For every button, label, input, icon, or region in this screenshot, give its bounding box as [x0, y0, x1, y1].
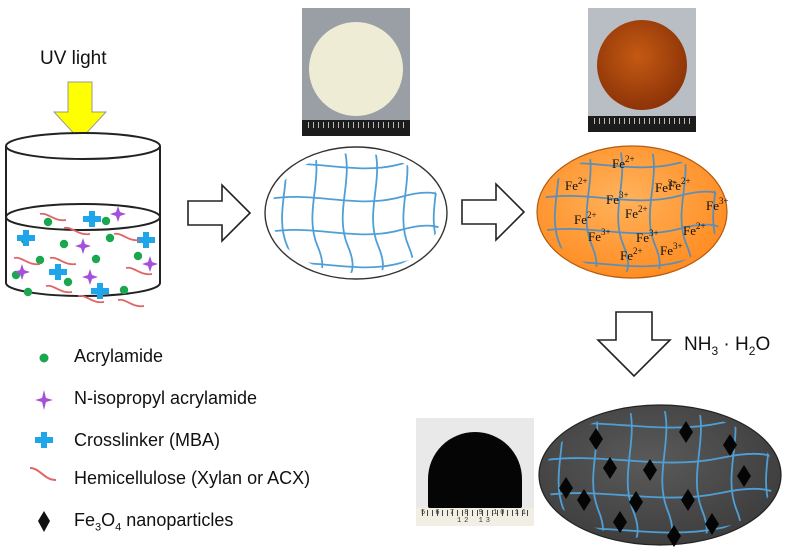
network-line [585, 152, 598, 272]
network-line [648, 152, 661, 272]
network-line [695, 411, 708, 539]
network-line [617, 152, 629, 272]
crosslinker-molecule [143, 232, 149, 248]
legend-crosslinker: Crosslinker (MBA) [74, 430, 221, 450]
nanoparticle [681, 489, 695, 511]
uv-arrow-icon [52, 81, 108, 141]
nanoparticle [613, 511, 627, 533]
network-line [271, 191, 441, 203]
hemicellulose-chain [113, 232, 141, 242]
acrylamide-molecule [133, 251, 143, 261]
purple-star-icon [35, 390, 53, 410]
nipam-molecule [14, 264, 30, 280]
hemicellulose-chain [39, 212, 67, 222]
nanoparticle [589, 428, 603, 450]
photo-black-hydrogel: 5 6 7 8 9 10 11 12 13 [416, 418, 534, 526]
legend-hemicellulose: Hemicellulose (Xylan or ACX) [74, 468, 311, 488]
crosslinker-molecule [89, 211, 95, 227]
nipam-molecule [110, 206, 126, 222]
legend-fe3o4: Fe3O4 nanoparticles [74, 510, 234, 534]
network-line [543, 223, 721, 235]
network-line [311, 153, 324, 273]
fe-ion-label: Fe2+ [625, 204, 648, 221]
black-diamond-icon [38, 511, 50, 532]
hemicellulose-chain [117, 298, 145, 308]
fe-ion-label: Fe3+ [606, 190, 629, 207]
uv-light-label: UV light [40, 48, 107, 69]
acrylamide-molecule [43, 217, 53, 227]
network-line [543, 190, 721, 202]
acrylamide-molecule [23, 287, 33, 297]
network-line [545, 452, 775, 464]
fe-ion-label: Fe2+ [668, 176, 691, 193]
fe-ion-label: Fe2+ [612, 154, 635, 171]
nanoparticle-diamonds [559, 421, 751, 547]
ammonia-label: NH3 · H2O [684, 334, 771, 358]
network-line [730, 411, 743, 539]
hemicellulose-chain [45, 284, 73, 294]
network-line [402, 153, 415, 273]
hemicellulose-chain [125, 266, 153, 276]
nipam-molecule [82, 269, 98, 285]
fe-ion-labels: Fe2+Fe2+Fe3+Fe3+Fe2+Fe3+Fe2+Fe2+Fe3+Fe3+… [565, 154, 729, 263]
nanoparticle [603, 457, 617, 479]
photo-orange-hydrogel [588, 8, 696, 132]
network-line [341, 153, 354, 273]
hemicellulose-chain [63, 226, 91, 236]
legend-acrylamide: Acrylamide [74, 346, 164, 366]
nanoparticle [667, 525, 681, 547]
fe-ion-label: Fe3+ [588, 227, 611, 244]
crosslinker-molecule [97, 283, 103, 299]
nanoparticle [705, 513, 719, 535]
network-line [626, 411, 639, 539]
hemicellulose-chain [13, 256, 41, 266]
hemicellulose-chain [77, 294, 105, 304]
acrylamide-molecule [91, 254, 101, 264]
fe-ion-label: Fe2+ [565, 176, 588, 193]
nanoparticle [643, 459, 657, 481]
process-arrow-icon [187, 183, 252, 243]
green-dot-icon [39, 353, 49, 363]
acrylamide-molecule [101, 216, 111, 226]
red-curve-icon [29, 467, 57, 481]
nanoparticle [577, 489, 591, 511]
hemicellulose-chain [49, 256, 77, 266]
acrylamide-molecule [35, 255, 45, 265]
photo-white-hydrogel [302, 8, 410, 136]
acrylamide-molecule [105, 233, 115, 243]
process-arrow-icon [461, 182, 526, 242]
fe-ion-label: Fe2+ [683, 221, 706, 238]
crosslinker-molecule [23, 230, 29, 246]
nipam-molecule [142, 256, 158, 272]
acrylamide-molecule [63, 277, 73, 287]
nipam-molecule [75, 238, 91, 254]
fe-ion-label: Fe2+ [574, 210, 597, 227]
fe-ion-label: Fe3+ [706, 196, 729, 213]
crosslinker-molecule [55, 264, 61, 280]
nanoparticle [629, 491, 643, 513]
blue-cross-icon [35, 432, 53, 448]
fe-ion-label: Fe3+ [636, 228, 659, 245]
network-line [271, 224, 441, 236]
down-arrow-icon [596, 311, 672, 378]
nanoparticle [559, 477, 573, 499]
acrylamide-molecule [59, 239, 69, 249]
fe-ion-label: Fe3+ [655, 178, 678, 195]
fe-ion-label: Fe3+ [660, 241, 683, 258]
fe-ion-label: Fe2+ [620, 246, 643, 263]
nanoparticle [679, 421, 693, 443]
network-line [680, 152, 693, 272]
nanoparticle [737, 465, 751, 487]
solution-contents [11, 206, 158, 308]
nanoparticle [723, 434, 737, 456]
acrylamide-molecule [119, 285, 129, 295]
network-line [372, 153, 384, 273]
legend-nipam: N-isopropyl acrylamide [74, 388, 258, 408]
hydrogel-fe-ions [536, 145, 728, 279]
network-line [661, 411, 674, 539]
hydrogel-network-white [264, 146, 448, 280]
ruler-numbers: 5 6 7 8 9 10 11 12 13 [420, 509, 529, 525]
